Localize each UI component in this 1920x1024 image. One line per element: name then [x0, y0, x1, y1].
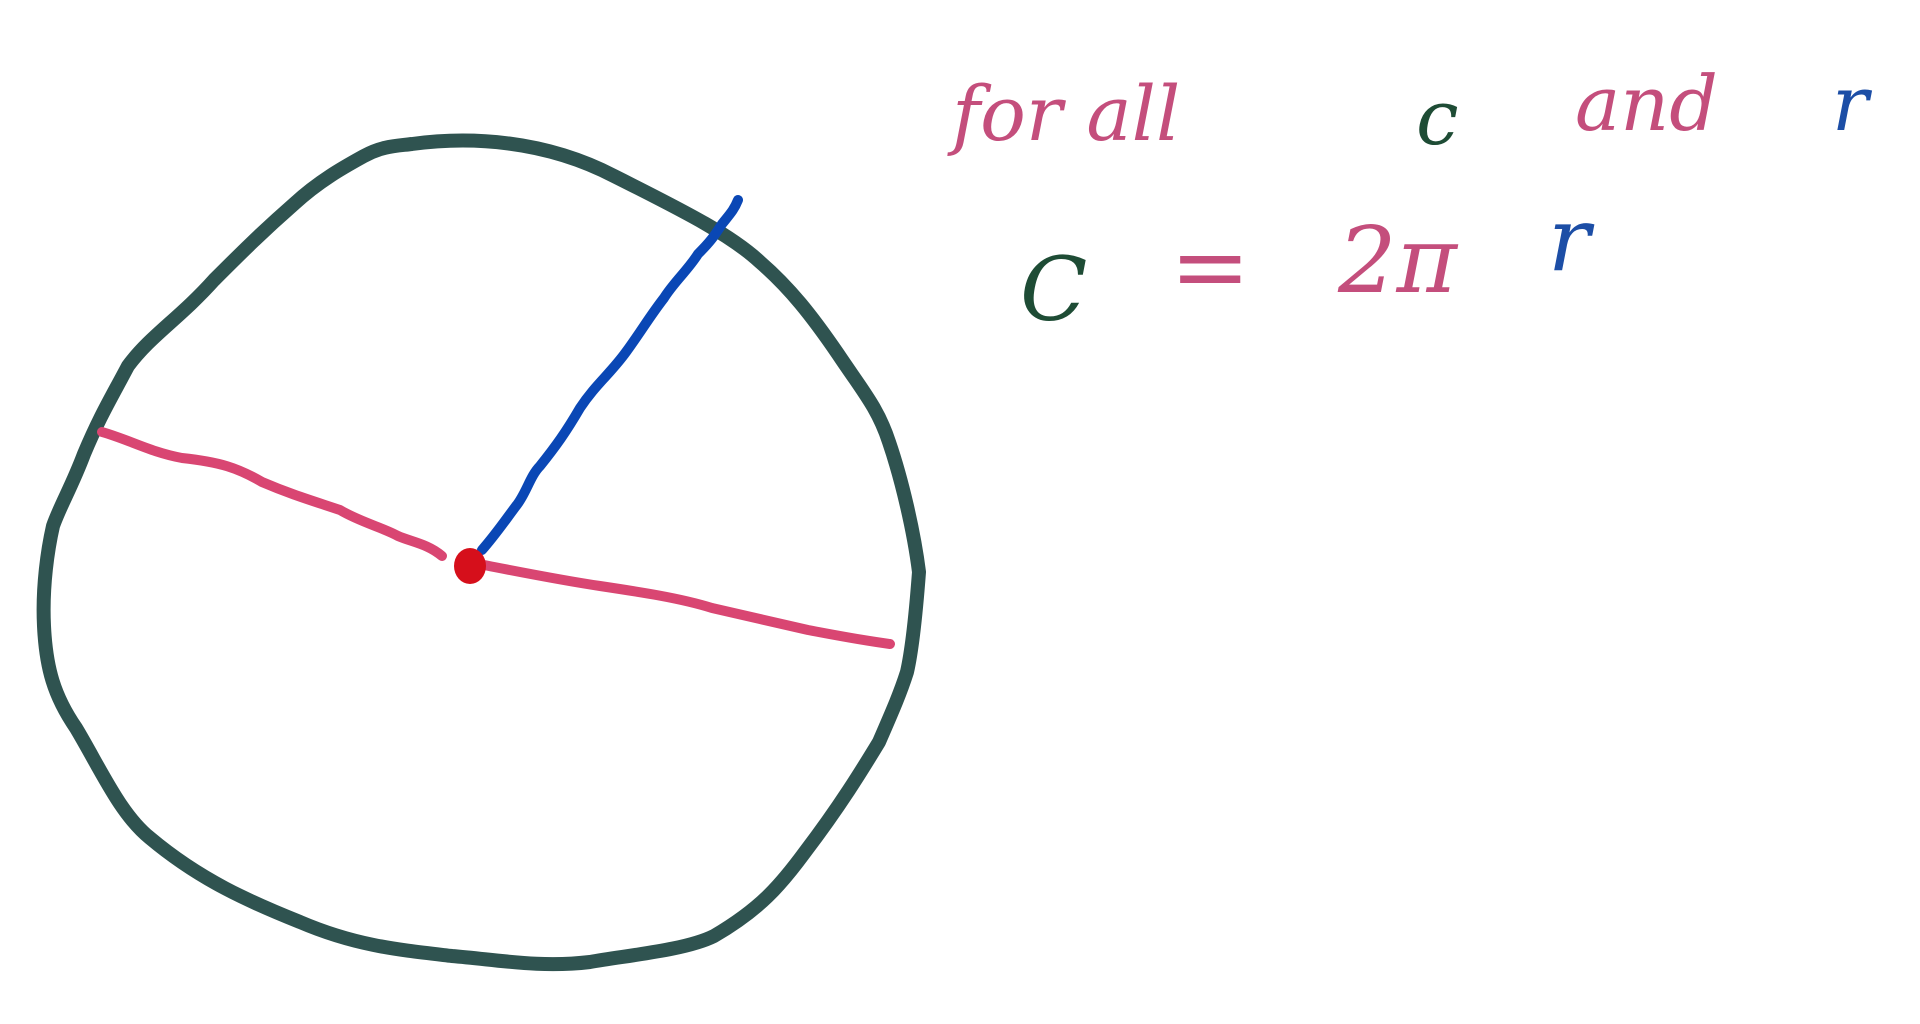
formula-equals: = [1170, 211, 1250, 323]
diameter-left-segment [97, 427, 447, 561]
note-c-variable: c [1416, 73, 1459, 162]
formula-c: C [1020, 238, 1087, 341]
center-point [454, 548, 486, 584]
circle-outline [36, 133, 926, 972]
note-for-all: for all [947, 69, 1180, 158]
formula-r: r [1548, 188, 1595, 291]
radius-line [477, 195, 743, 555]
note-and: and [1575, 59, 1718, 148]
note-r-variable: r [1832, 59, 1873, 148]
diameter-right-segment [479, 560, 895, 649]
formula-two-pi: 2π [1337, 207, 1459, 314]
